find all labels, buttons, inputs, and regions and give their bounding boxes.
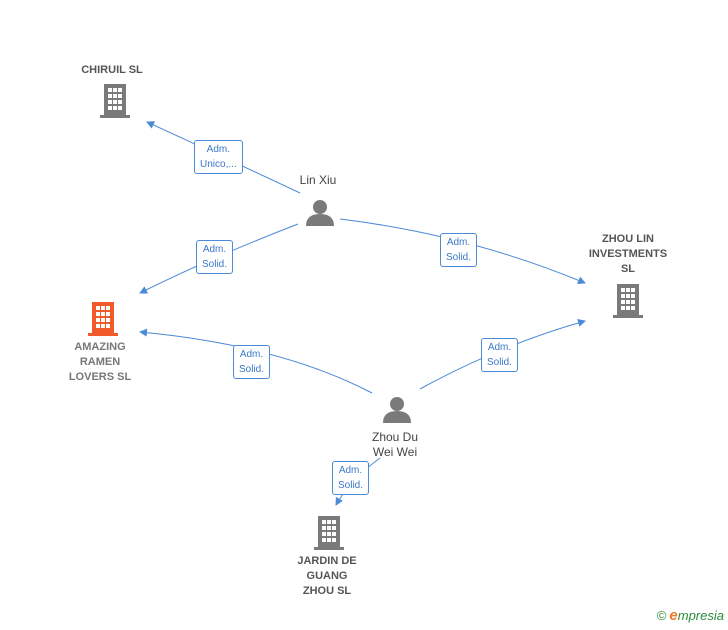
node-label-jardin-de-guang-zhou[interactable]: JARDIN DE GUANG ZHOU SL	[297, 555, 357, 597]
brand-logo-e: e	[669, 607, 678, 624]
edge-label-zhoudu-jardin: Adm. Solid.	[332, 461, 370, 495]
edge-label-linxiu-chiruil: Adm. Unico,...	[194, 140, 243, 174]
edge-label-linxiu-zhoulin: Adm. Solid.	[440, 233, 478, 267]
node-label-zhou-du-wei-wei[interactable]: Zhou Du Wei Wei	[371, 430, 419, 459]
node-label-zhou-lin-investments[interactable]: ZHOU LIN INVESTMENTS SL	[588, 233, 668, 275]
node-label-lin-xiu[interactable]: Lin Xiu	[299, 173, 337, 187]
building-icon[interactable]	[100, 84, 130, 118]
brand-footer: ©empresia	[657, 607, 724, 624]
building-icon[interactable]	[314, 516, 344, 550]
building-icon[interactable]	[613, 284, 643, 318]
person-icon[interactable]	[383, 397, 411, 423]
building-icon-focus[interactable]	[88, 302, 118, 336]
node-label-chiruil[interactable]: CHIRUIL SL	[81, 64, 143, 76]
edge-label-zhoudu-amazing: Adm. Solid.	[233, 345, 271, 379]
edge-label-zhoudu-zhoulin: Adm. Solid.	[481, 338, 519, 372]
person-icon[interactable]	[306, 200, 334, 226]
copyright-symbol: ©	[656, 608, 667, 623]
node-label-amazing-ramen-lovers[interactable]: AMAZING RAMEN LOVERS SL	[68, 341, 132, 383]
edge-label-linxiu-amazing: Adm. Solid.	[196, 240, 234, 274]
brand-name: mpresia	[677, 608, 724, 623]
